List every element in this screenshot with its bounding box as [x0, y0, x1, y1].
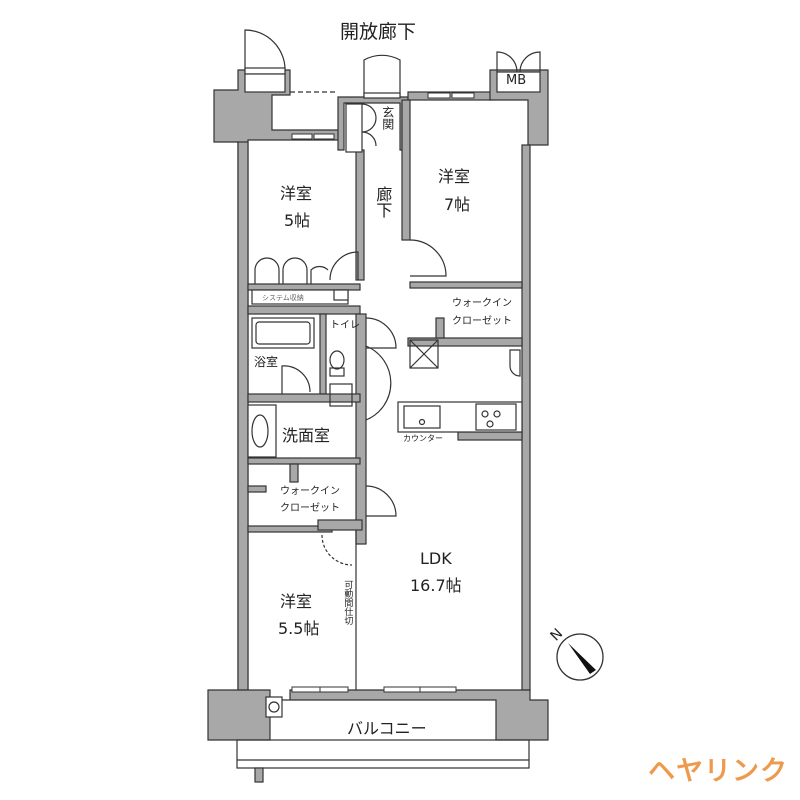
bath-label: 浴室	[254, 355, 279, 369]
brand-logo: ヘヤリンク	[648, 756, 788, 787]
walk-in-closet-1-line2: クローゼット	[452, 316, 512, 327]
hallway-label: 廊下	[373, 186, 393, 218]
counter-label: カウンター	[403, 434, 443, 443]
mb-label: MB	[506, 73, 527, 88]
room-name: 洋室	[280, 184, 313, 203]
room-name: 洋室	[438, 167, 471, 186]
room-size: 5.5帖	[278, 619, 320, 638]
compass-icon: N	[548, 626, 604, 681]
open-corridor-label: 開放廊下	[340, 21, 417, 43]
system-storage-label: システム収納	[262, 294, 304, 302]
movable-partition-label: 可動間仕切	[342, 580, 353, 625]
walk-in-closet-2-line2: クローゼット	[280, 503, 340, 514]
room-name: LDK	[420, 549, 452, 568]
walk-in-closet-1-line1: ウォークイン	[452, 298, 512, 309]
toilet-label: トイレ	[330, 320, 360, 331]
room-size: 5帖	[284, 211, 311, 230]
washroom-label: 洗面室	[282, 426, 331, 445]
room-size: 7帖	[444, 195, 471, 214]
balcony-label: バルコニー	[347, 719, 427, 738]
entrance-label: 玄関	[380, 106, 395, 130]
walk-in-closet-2-line1: ウォークイン	[280, 486, 340, 497]
room-size: 16.7帖	[410, 576, 462, 595]
room-name: 洋室	[280, 592, 313, 611]
